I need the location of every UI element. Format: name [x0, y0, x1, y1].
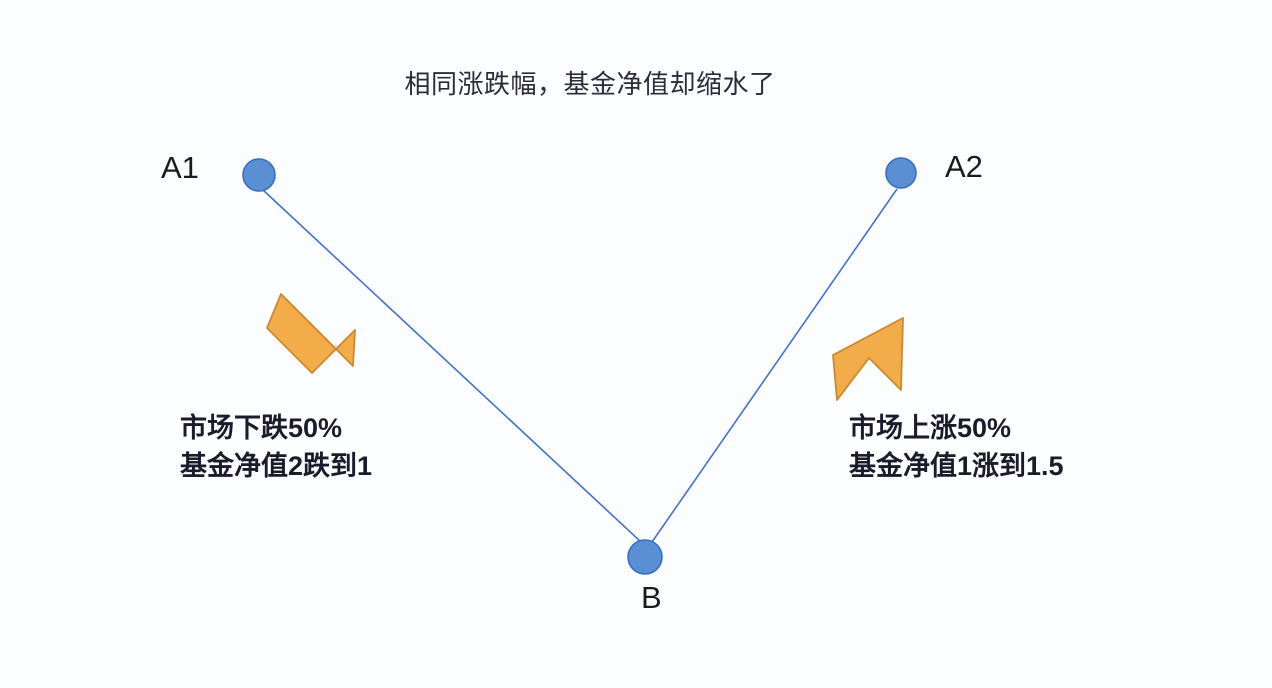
annotation-left: 市场下跌50% 基金净值2跌到1	[180, 409, 372, 486]
node-label-a1: A1	[161, 150, 199, 185]
page-title: 相同涨跌幅，基金净值却缩水了	[404, 69, 776, 99]
arrow-down-right-icon	[266, 293, 356, 374]
connector-b-a2	[651, 188, 898, 543]
node-label-a2: A2	[945, 149, 983, 184]
connector-a1-b	[262, 189, 642, 543]
node-a1[interactable]	[242, 158, 276, 192]
node-label-b: B	[641, 580, 662, 615]
arrow-up-right-icon	[832, 317, 904, 401]
annotation-left-line2: 基金净值2跌到1	[180, 451, 373, 482]
annotation-right-line1: 市场上涨50%	[849, 413, 1012, 443]
annotation-right: 市场上涨50% 基金净值1涨到1.5	[849, 409, 1064, 486]
node-b[interactable]	[627, 539, 663, 575]
node-a2[interactable]	[885, 157, 917, 189]
annotation-left-line1: 市场下跌50%	[180, 413, 343, 443]
annotation-right-line2: 基金净值1涨到1.5	[849, 451, 1064, 482]
